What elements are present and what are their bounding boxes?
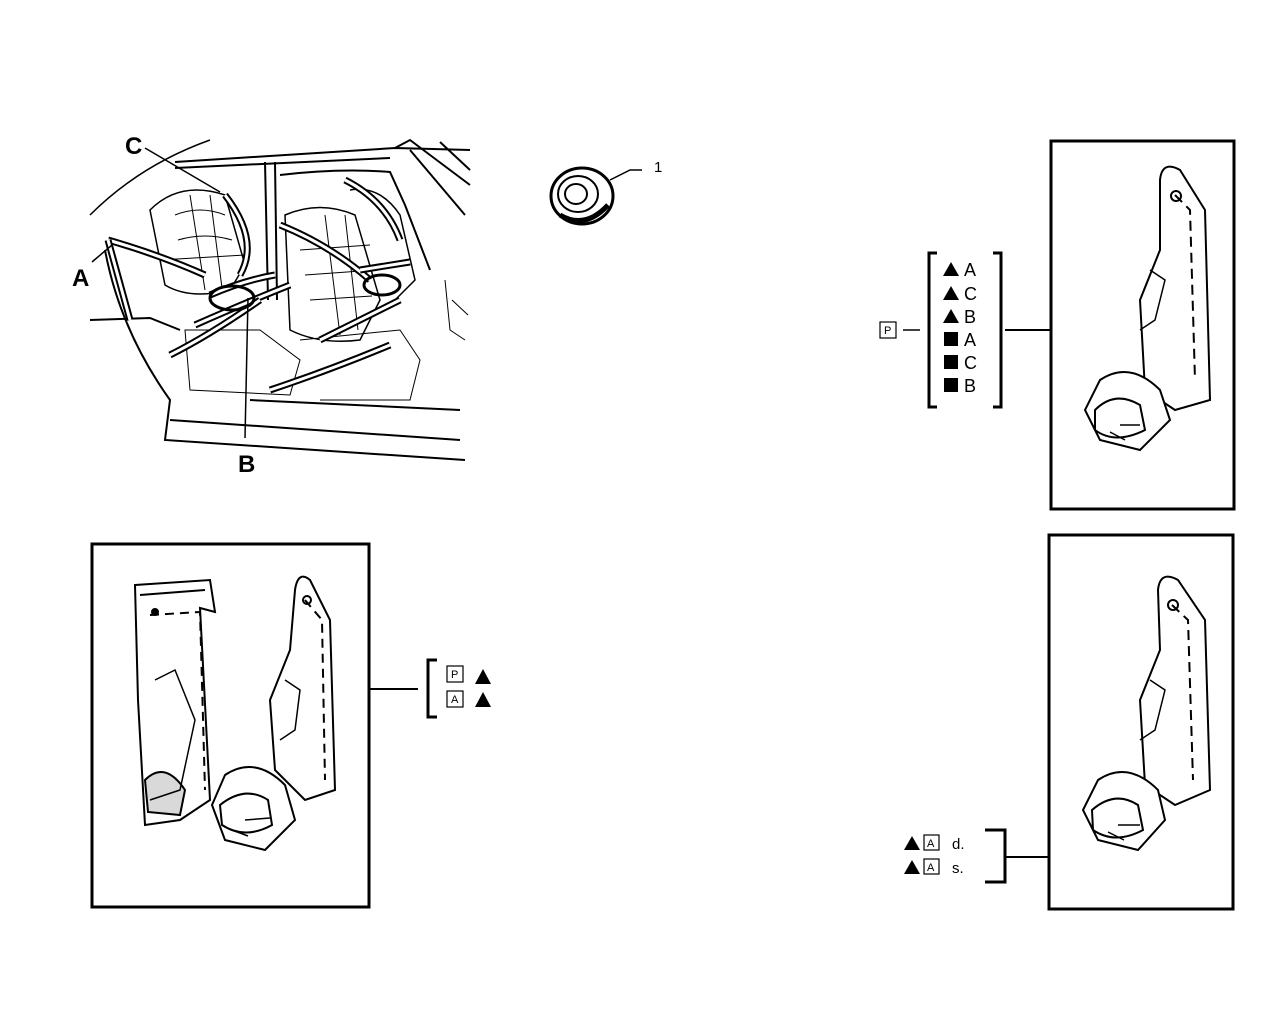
group1-row-letter: B	[964, 376, 976, 396]
group2-row-code: A	[451, 694, 459, 706]
callout-label-c: C	[125, 133, 142, 160]
belt-kit-box-1	[1049, 139, 1236, 511]
triangle-icon	[904, 860, 920, 874]
group2-legend: P A	[426, 658, 491, 719]
group3-legend: A d. A s.	[904, 828, 1007, 884]
group1-row-letter: C	[964, 284, 977, 304]
group2-row-code: P	[451, 669, 458, 681]
square-icon	[944, 378, 958, 392]
group3-row-side: d.	[952, 836, 965, 853]
group1-row-letter: B	[964, 307, 976, 327]
triangle-icon	[475, 669, 491, 684]
grommet-part	[549, 166, 642, 226]
group1-row-letter: C	[964, 353, 977, 373]
square-icon	[944, 332, 958, 346]
belt-kit-box-3	[1047, 533, 1235, 911]
triangle-icon	[475, 692, 491, 707]
triangle-icon	[943, 286, 959, 300]
belt-kit-box-2	[90, 542, 371, 909]
square-icon	[944, 355, 958, 369]
callout-label-a: A	[72, 265, 89, 292]
version-code-p: P	[884, 325, 891, 337]
group1-legend: P A C B A C B	[879, 251, 1003, 409]
callout-label-b: B	[238, 451, 255, 478]
triangle-icon	[904, 836, 920, 850]
group1-row-letter: A	[964, 330, 976, 350]
part-number-label: 1	[654, 159, 662, 176]
triangle-icon	[943, 262, 959, 276]
group3-row-side: s.	[952, 860, 964, 877]
callout-leaders	[91, 147, 249, 439]
car-interior-illustration	[89, 138, 471, 461]
group3-row-code: A	[927, 838, 935, 850]
group1-row-letter: A	[964, 260, 976, 280]
triangle-icon	[943, 309, 959, 323]
group3-row-code: A	[927, 862, 935, 874]
